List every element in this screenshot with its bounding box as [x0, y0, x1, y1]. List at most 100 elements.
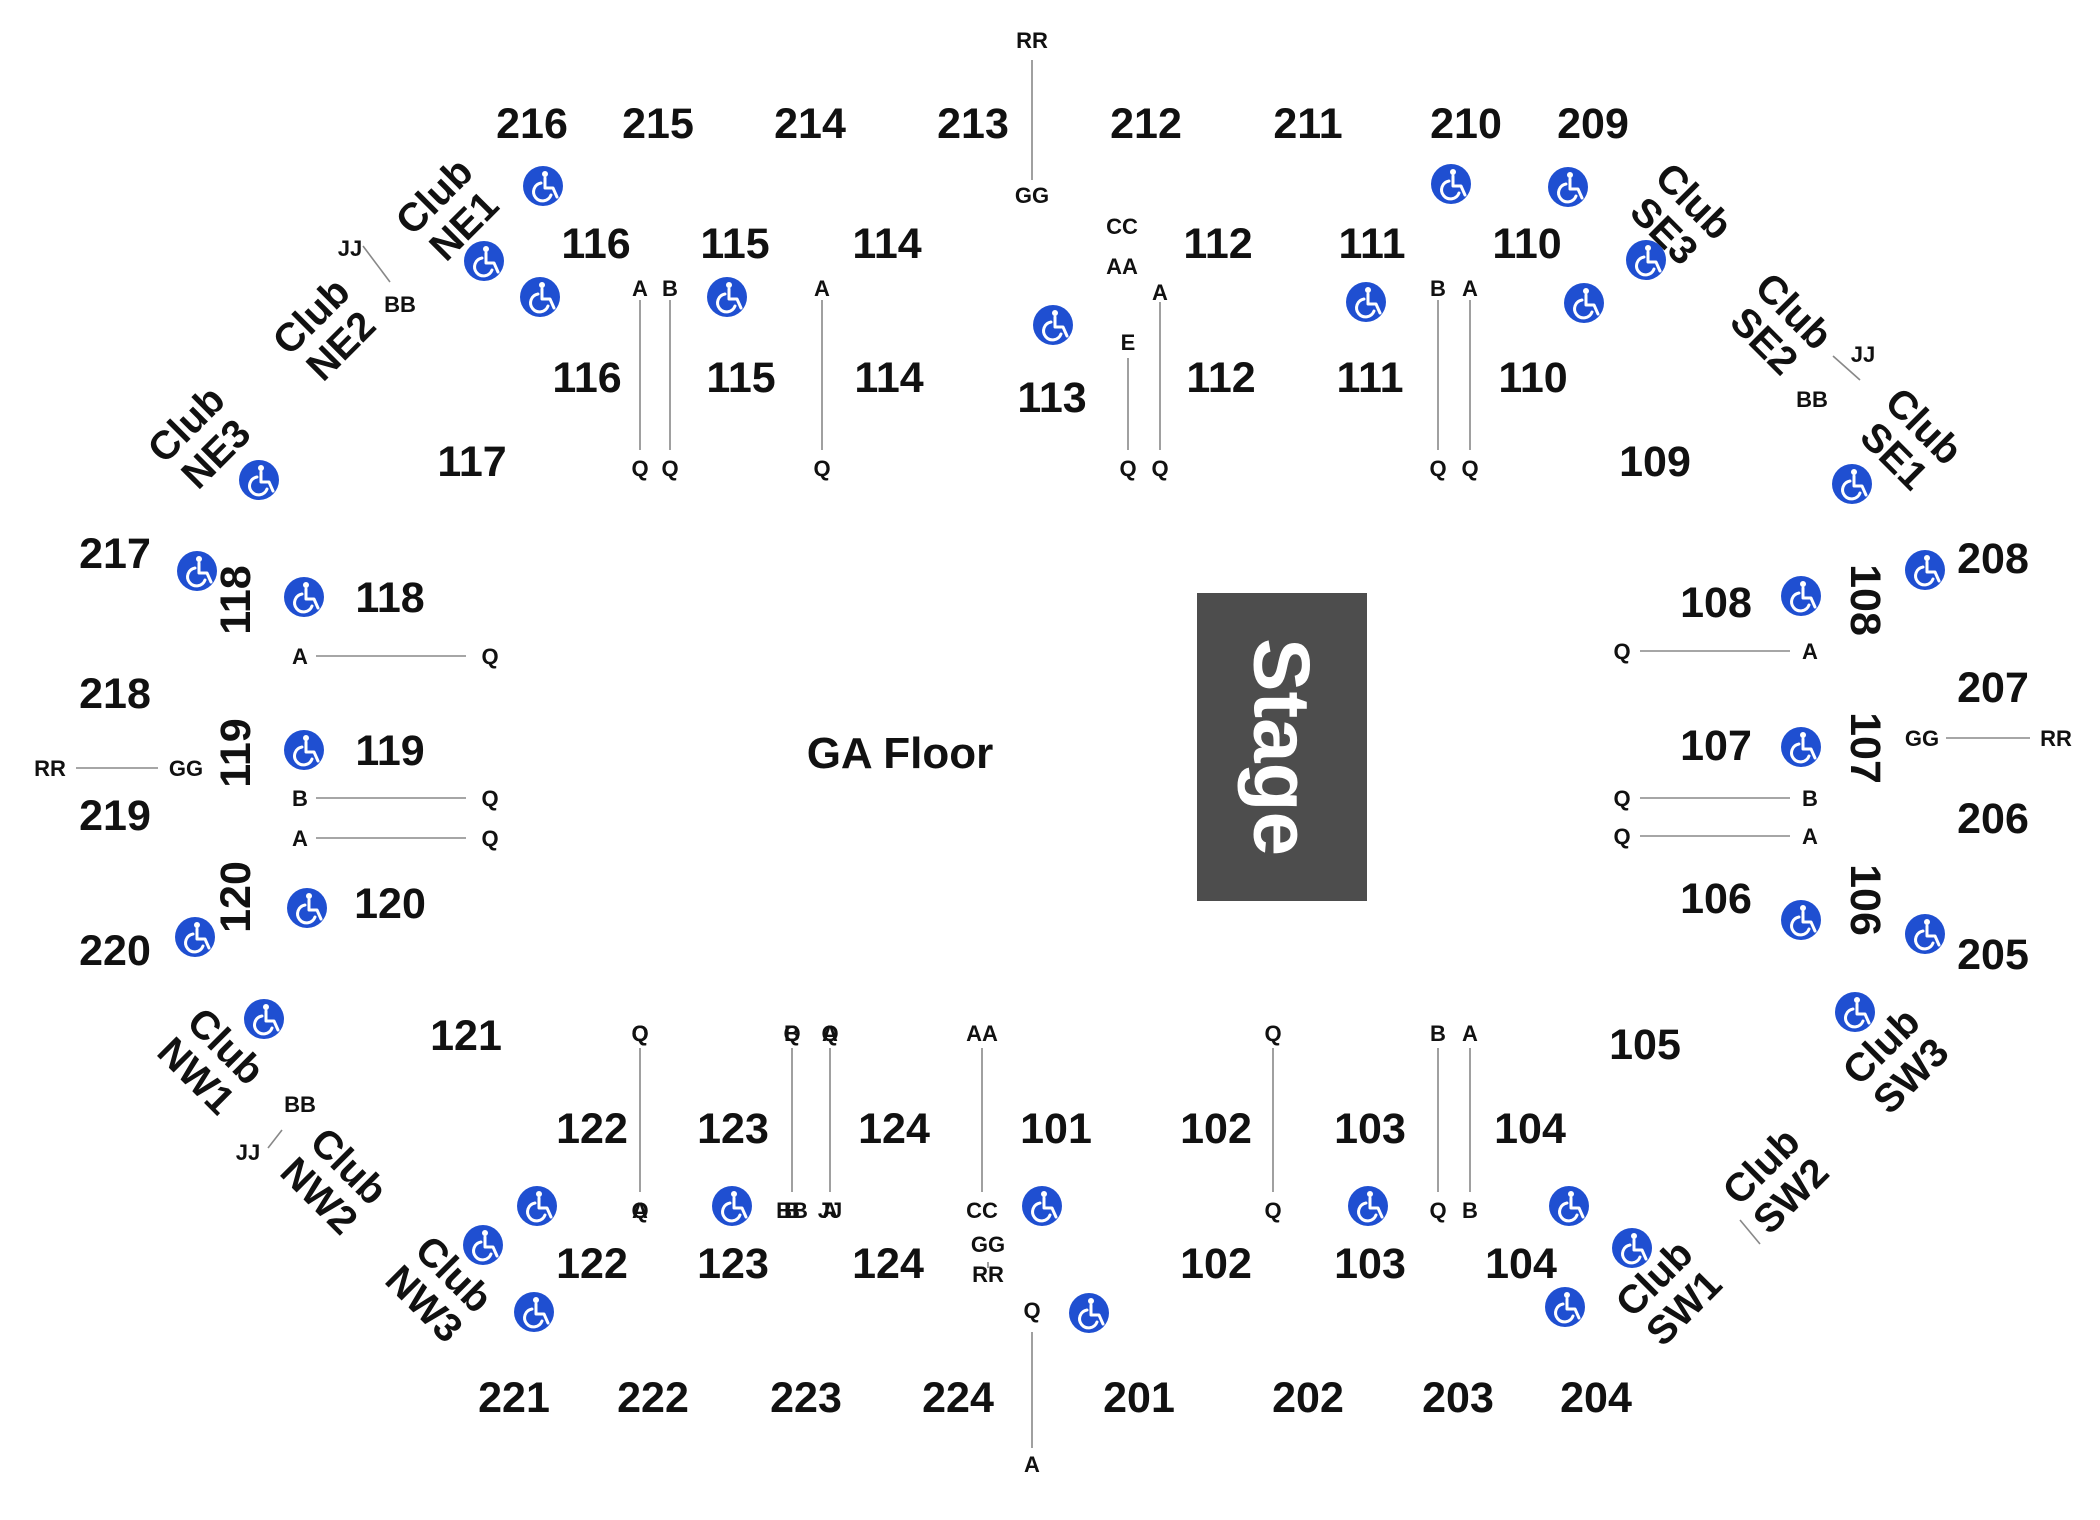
section-label[interactable]: 106	[1841, 864, 1889, 936]
wheelchair-icon[interactable]	[1610, 1226, 1654, 1270]
ga-floor-label[interactable]: GA Floor	[807, 729, 994, 778]
wheelchair-icon[interactable]	[285, 886, 329, 930]
section-label[interactable]: 221	[478, 1374, 550, 1422]
wheelchair-icon[interactable]	[1779, 574, 1823, 618]
section-label[interactable]: 108	[1680, 579, 1752, 627]
section-label[interactable]: 201	[1103, 1374, 1175, 1422]
wheelchair-icon[interactable]	[1547, 1184, 1591, 1228]
wheelchair-icon[interactable]	[282, 575, 326, 619]
section-label[interactable]: 209	[1557, 100, 1629, 148]
section-label[interactable]: 115	[700, 220, 769, 268]
club-sw2[interactable]: Club SW2	[1715, 1120, 1839, 1244]
wheelchair-icon[interactable]	[1429, 162, 1473, 206]
section-label[interactable]: 103	[1334, 1105, 1406, 1153]
section-label[interactable]: 124	[852, 1240, 924, 1288]
section-label[interactable]: 203	[1422, 1374, 1494, 1422]
section-label[interactable]: 124	[858, 1105, 930, 1153]
section-label[interactable]: 122	[556, 1105, 628, 1153]
section-label[interactable]: 206	[1957, 795, 2029, 843]
section-label[interactable]: 122	[556, 1240, 628, 1288]
section-label[interactable]: 106	[1680, 875, 1752, 923]
wheelchair-icon[interactable]	[175, 549, 219, 593]
club-nw2[interactable]: Club NW2	[272, 1120, 396, 1244]
section-label[interactable]: 119	[355, 727, 424, 775]
wheelchair-icon[interactable]	[1779, 725, 1823, 769]
wheelchair-icon[interactable]	[242, 997, 286, 1041]
section-label[interactable]: 114	[854, 354, 923, 402]
section-label[interactable]: 210	[1430, 100, 1502, 148]
section-label[interactable]: 216	[496, 100, 568, 148]
wheelchair-icon[interactable]	[461, 1223, 505, 1267]
section-label[interactable]: 223	[770, 1374, 842, 1422]
section-label[interactable]: 116	[552, 354, 621, 402]
section-label[interactable]: 112	[1183, 220, 1252, 268]
club-se2[interactable]: Club SE2	[1717, 265, 1841, 389]
section-label[interactable]: 120	[212, 861, 260, 933]
section-label[interactable]: 202	[1272, 1374, 1344, 1422]
stage[interactable]: Stage	[1197, 593, 1367, 901]
wheelchair-icon[interactable]	[518, 275, 562, 319]
section-label[interactable]: 102	[1180, 1240, 1252, 1288]
wheelchair-icon[interactable]	[512, 1290, 556, 1334]
wheelchair-icon[interactable]	[1903, 912, 1947, 956]
section-label[interactable]: 217	[79, 530, 151, 578]
section-label[interactable]: 108	[1841, 564, 1889, 636]
section-label[interactable]: 208	[1957, 535, 2029, 583]
wheelchair-icon[interactable]	[515, 1184, 559, 1228]
section-label[interactable]: 109	[1619, 438, 1691, 486]
wheelchair-icon[interactable]	[521, 164, 565, 208]
wheelchair-icon[interactable]	[237, 458, 281, 502]
section-label[interactable]: 115	[706, 354, 775, 402]
section-label[interactable]: 121	[430, 1012, 502, 1060]
wheelchair-icon[interactable]	[1031, 303, 1075, 347]
section-label[interactable]: 120	[354, 880, 426, 928]
club-ne2[interactable]: Club NE2	[265, 270, 389, 394]
section-label[interactable]: 123	[697, 1240, 769, 1288]
section-label[interactable]: 107	[1841, 712, 1889, 784]
section-label[interactable]: 119	[212, 718, 260, 787]
wheelchair-icon[interactable]	[1833, 990, 1877, 1034]
wheelchair-icon[interactable]	[1830, 462, 1874, 506]
section-label[interactable]: 213	[937, 100, 1009, 148]
wheelchair-icon[interactable]	[1624, 238, 1668, 282]
wheelchair-icon[interactable]	[1779, 898, 1823, 942]
section-label[interactable]: 220	[79, 927, 151, 975]
section-label[interactable]: 111	[1337, 354, 1404, 402]
section-label[interactable]: 101	[1020, 1105, 1092, 1153]
section-label[interactable]: 110	[1492, 220, 1561, 268]
wheelchair-icon[interactable]	[173, 915, 217, 959]
wheelchair-icon[interactable]	[1067, 1291, 1111, 1335]
wheelchair-icon[interactable]	[1344, 280, 1388, 324]
section-label[interactable]: 113	[1017, 374, 1086, 422]
section-label[interactable]: 103	[1334, 1240, 1406, 1288]
section-label[interactable]: 111	[1339, 220, 1406, 268]
section-label[interactable]: 104	[1485, 1240, 1557, 1288]
section-label[interactable]: 118	[355, 574, 424, 622]
section-label[interactable]: 218	[79, 670, 151, 718]
section-label[interactable]: 222	[617, 1374, 689, 1422]
section-label[interactable]: 212	[1110, 100, 1182, 148]
section-label[interactable]: 214	[774, 100, 846, 148]
wheelchair-icon[interactable]	[462, 239, 506, 283]
wheelchair-icon[interactable]	[1562, 281, 1606, 325]
wheelchair-icon[interactable]	[710, 1184, 754, 1228]
wheelchair-icon[interactable]	[1543, 1285, 1587, 1329]
section-label[interactable]: 105	[1609, 1021, 1681, 1069]
section-label[interactable]: 211	[1273, 100, 1342, 148]
wheelchair-icon[interactable]	[1346, 1184, 1390, 1228]
section-label[interactable]: 205	[1957, 931, 2029, 979]
wheelchair-icon[interactable]	[705, 275, 749, 319]
section-label[interactable]: 112	[1186, 354, 1255, 402]
section-label[interactable]: 224	[922, 1374, 994, 1422]
section-label[interactable]: 219	[79, 792, 151, 840]
section-label[interactable]: 215	[622, 100, 694, 148]
wheelchair-icon[interactable]	[1546, 165, 1590, 209]
section-label[interactable]: 102	[1180, 1105, 1252, 1153]
wheelchair-icon[interactable]	[1903, 548, 1947, 592]
section-label[interactable]: 204	[1560, 1374, 1632, 1422]
section-label[interactable]: 104	[1494, 1105, 1566, 1153]
section-label[interactable]: 107	[1680, 722, 1752, 770]
section-label[interactable]: 116	[561, 220, 630, 268]
section-label[interactable]: 123	[697, 1105, 769, 1153]
section-label[interactable]: 110	[1498, 354, 1567, 402]
